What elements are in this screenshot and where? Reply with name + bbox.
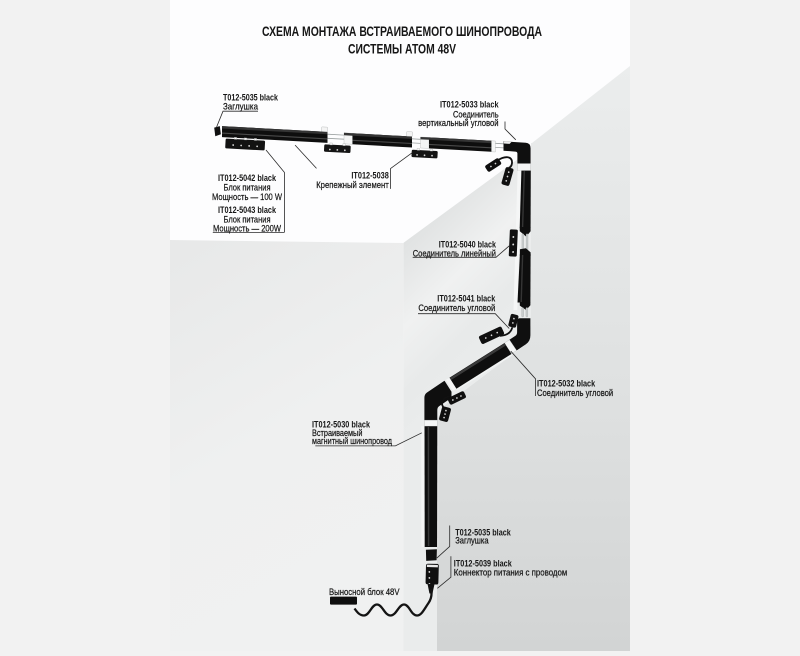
svg-text:Выносной блок 48V: Выносной блок 48V — [329, 586, 400, 597]
svg-text:вертикальный угловой: вертикальный угловой — [418, 117, 499, 128]
svg-text:магнитный шинопровод: магнитный шинопровод — [312, 435, 392, 446]
svg-text:СХЕМА МОНТАЖА ВСТРАИВАЕМОГО ШИ: СХЕМА МОНТАЖА ВСТРАИВАЕМОГО ШИНОПРОВОДА — [262, 24, 542, 40]
svg-text:СИСТЕМЫ АТОМ 48V: СИСТЕМЫ АТОМ 48V — [348, 42, 456, 58]
svg-text:Заглушка: Заглушка — [223, 101, 259, 112]
svg-text:Заглушка: Заглушка — [455, 534, 489, 545]
svg-text:Мощность — 200W: Мощность — 200W — [213, 223, 281, 234]
svg-text:Соединитель угловой: Соединитель угловой — [418, 302, 495, 313]
svg-text:Коннектор питания с проводом: Коннектор питания с проводом — [454, 567, 568, 578]
svg-text:Соединитель линейный: Соединитель линейный — [413, 247, 496, 258]
svg-text:Соединитель угловой: Соединитель угловой — [537, 387, 613, 398]
svg-text:Мощность — 100 W: Мощность — 100 W — [212, 191, 282, 202]
svg-text:Крепежный элемент: Крепежный элемент — [316, 179, 389, 190]
